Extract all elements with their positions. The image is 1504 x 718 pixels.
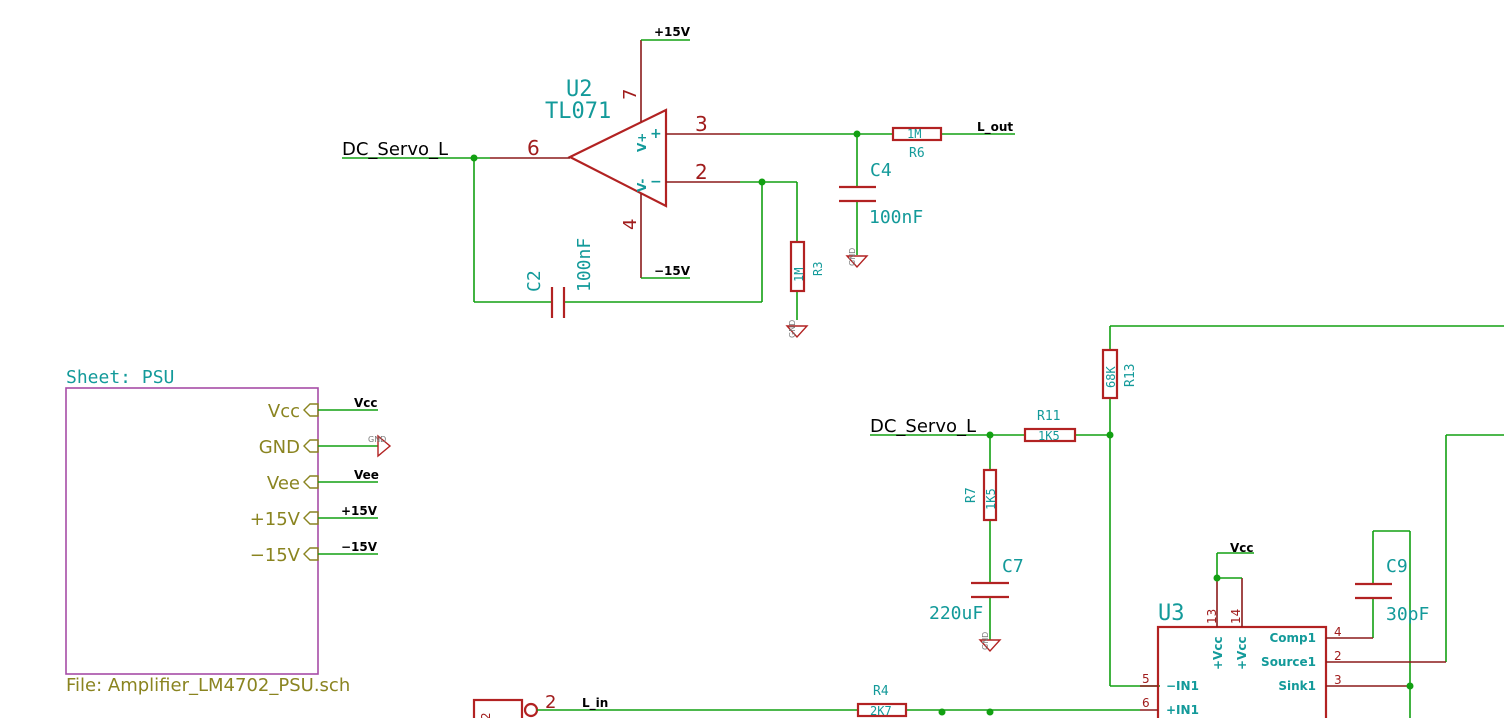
u3-pin14: 14 (1229, 609, 1243, 624)
net-label-l-out: L_out (977, 120, 1013, 135)
sheet-pin-m15: −15V (250, 545, 301, 566)
u3-sink1: Sink1 (1278, 679, 1316, 693)
connector-pin-label: 2 (479, 712, 493, 718)
u3-amplifier[interactable]: U3 Vcc 13 14 +Vcc +Vcc Comp1 Source1 Sin… (1140, 541, 1446, 718)
u2-plus-sign: + (650, 126, 662, 142)
c7-ref: C7 (1002, 556, 1024, 577)
resistor-r6[interactable]: 1M R6 (891, 126, 943, 161)
r7-ref: R7 (964, 487, 979, 503)
resistor-r13[interactable]: 68K R13 (1101, 348, 1138, 400)
c9-value: 30pF (1386, 604, 1429, 625)
sheet-pin-vcc: Vcc (268, 401, 300, 422)
u3-pin4: 4 (1334, 625, 1342, 639)
r11-value: 1K5 (1038, 429, 1060, 443)
net-label-dc-servo-1: DC_Servo_L (342, 139, 448, 160)
sheet-net-p15: +15V (341, 504, 378, 518)
u2-vplus-label: V+ (635, 133, 649, 152)
u3-vcc2: +Vcc (1235, 636, 1249, 670)
capacitor-c2[interactable]: C2 100nF (524, 238, 595, 318)
r6-value: 1M (907, 127, 921, 141)
r3-ref: R3 (811, 262, 825, 276)
r13-value: 68K (1104, 366, 1118, 388)
svg-text:GND: GND (368, 435, 386, 444)
c2-ref: C2 (524, 270, 545, 292)
c4-ref: C4 (870, 160, 892, 181)
u2-wires (342, 39, 1015, 320)
gnd-symbol-c4: GND (845, 248, 869, 269)
sheet-pin-gnd: GND (259, 437, 300, 458)
u2-opamp[interactable]: U2 TL071 7 4 6 3 2 V+ V- + − (490, 40, 740, 278)
sheet-net-m15: −15V (341, 540, 378, 554)
net-label-p15-top: +15V (654, 25, 691, 39)
u3-in-minus: −IN1 (1166, 679, 1199, 693)
u2-pin7-num: 7 (620, 89, 641, 100)
resistor-r11[interactable]: R11 1K5 (1023, 409, 1077, 443)
net-label-l-in: L_in (582, 696, 608, 711)
u3-pin6: 6 (1142, 696, 1150, 710)
resistor-r3[interactable]: 1M R3 (789, 240, 825, 293)
u3-in-plus: +IN1 (1166, 703, 1199, 717)
u3-comp1: Comp1 (1270, 631, 1317, 645)
r13-ref: R13 (1123, 364, 1138, 387)
sheet-file-label: File: Amplifier_LM4702_PSU.sch (66, 675, 350, 696)
l-in-input: 2 2 L_in (472, 692, 1140, 718)
u3-pin3: 3 (1334, 673, 1342, 687)
u2-pin6-num: 6 (527, 136, 540, 160)
u3-pin2: 2 (1334, 649, 1342, 663)
u3-ref: U3 (1158, 601, 1185, 626)
capacitor-c7[interactable]: C7 220uF (929, 556, 1024, 624)
net-label-dc-servo-2: DC_Servo_L (870, 416, 976, 437)
resistor-r4[interactable]: R4 2K7 (856, 684, 908, 718)
c2-value: 100nF (574, 238, 595, 292)
svg-text:GND: GND (788, 320, 797, 338)
sheet-name-label: Sheet: PSU (66, 367, 174, 388)
svg-text:GND: GND (981, 632, 990, 650)
sheet-psu-box[interactable] (65, 387, 319, 675)
connector-pin-num: 2 (545, 692, 556, 713)
sheet-pin-vee: Vee (267, 473, 300, 494)
sheet-net-vee: Vee (354, 468, 379, 482)
u2-value: TL071 (545, 99, 611, 124)
u3-source1: Source1 (1261, 655, 1316, 669)
resistor-r7[interactable]: 1K5 R7 (964, 468, 998, 522)
sheet-psu[interactable]: Sheet: PSU File: Amplifier_LM4702_PSU.sc… (65, 367, 350, 696)
gnd-symbol-r3: GND (785, 320, 809, 339)
gnd-symbol-c7: GND (978, 632, 1002, 653)
capacitor-c9[interactable]: C9 30pF (1355, 530, 1429, 718)
c7-value: 220uF (929, 603, 983, 624)
u2-opamp-body[interactable] (567, 108, 668, 208)
r7-value: 1K5 (984, 488, 998, 510)
svg-text:GND: GND (848, 248, 857, 266)
r11-ref: R11 (1037, 409, 1060, 424)
c9-ref: C9 (1386, 556, 1408, 577)
sheet-net-vcc: Vcc (354, 396, 378, 410)
c4-value: 100nF (869, 207, 923, 228)
net-label-m15-top: −15V (654, 264, 691, 278)
servo-input-wires (870, 325, 1504, 687)
u2-pin4-num: 4 (620, 219, 641, 230)
r6-ref: R6 (909, 146, 925, 161)
u2-pin2-num: 2 (695, 160, 708, 184)
u3-pin5: 5 (1142, 672, 1150, 686)
u2-ref: U2 (566, 77, 593, 102)
r4-ref: R4 (873, 684, 889, 699)
u3-pin13: 13 (1205, 609, 1219, 624)
sheet-pin-p15: +15V (250, 509, 301, 530)
sheet-pins: Vcc Vcc GND GND Vee Vee +15V +15V −15V −… (250, 396, 392, 566)
u2-pin3-num: 3 (695, 112, 708, 136)
u2-minus-sign: − (650, 174, 662, 190)
r3-value: 1M (792, 268, 806, 282)
r4-value: 2K7 (870, 704, 892, 718)
capacitor-c4[interactable]: C4 100nF (839, 160, 923, 228)
u3-vcc-net: Vcc (1230, 541, 1254, 555)
u2-vminus-label: V- (635, 179, 649, 192)
u3-vcc1: +Vcc (1211, 636, 1225, 670)
